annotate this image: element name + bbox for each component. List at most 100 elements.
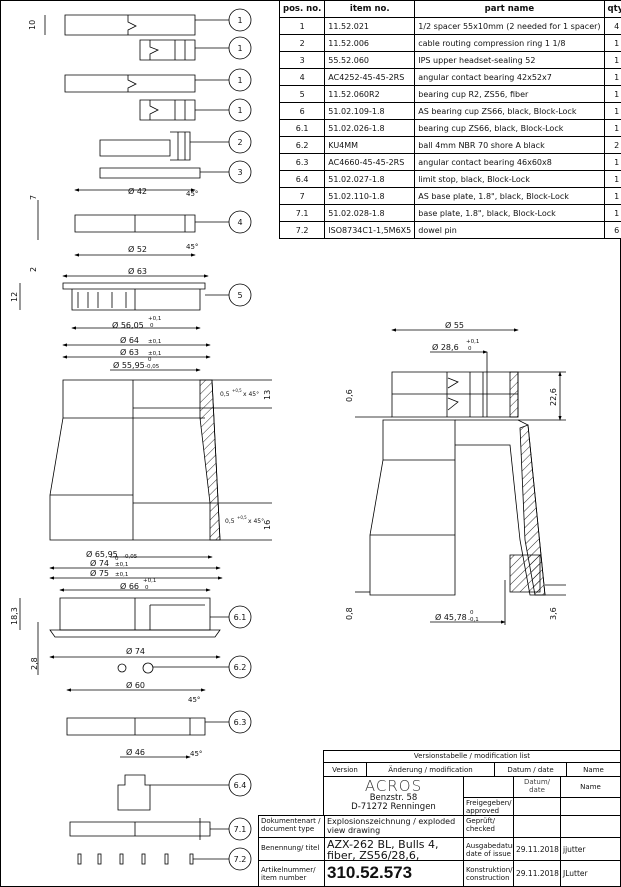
balloon-7.2: 7.2 bbox=[228, 847, 252, 871]
balloon-6.1: 6.1 bbox=[228, 605, 252, 629]
chamfer-note-top: 0,5 +0,5 x 45° bbox=[220, 388, 259, 398]
balloon-6.4: 6.4 bbox=[228, 773, 252, 797]
dim-2-8: 2,8 bbox=[30, 657, 39, 670]
balloon-circle bbox=[228, 160, 252, 184]
balloon-1: 1 bbox=[228, 8, 252, 32]
cell-name: AS base plate, 1.8", black, Block-Lock bbox=[414, 187, 605, 205]
balloon-3: 3 bbox=[228, 160, 252, 184]
cell-qty: 1 bbox=[603, 153, 621, 171]
cell-pos: 4 bbox=[278, 68, 326, 86]
construction-label: Konstruktion/ construction bbox=[463, 860, 514, 887]
tol: ±0,1 bbox=[148, 351, 161, 357]
part-2-compression-ring bbox=[99, 131, 191, 161]
dim-7: 7 bbox=[29, 195, 38, 200]
cell-pos: 6.2 bbox=[278, 136, 326, 154]
cell-name: bearing cup R2, ZS56, fiber bbox=[414, 85, 605, 103]
dim-0-8: 0,8 bbox=[345, 607, 354, 620]
cell-qty: 1 bbox=[603, 68, 621, 86]
item-number-value: 310.52.573 bbox=[324, 860, 464, 887]
dim-18-3: 18,3 bbox=[10, 607, 19, 625]
name-header: Name bbox=[566, 762, 621, 777]
cell-item: 11.52.060R2 bbox=[324, 85, 416, 103]
tol-lower: -0,05 bbox=[123, 554, 138, 560]
balloon-1: 1 bbox=[228, 36, 252, 60]
cell-qty: 1 bbox=[603, 102, 621, 120]
modification-header: Änderung / modification bbox=[366, 762, 495, 777]
cell-item: AC4252-45-45-2RS bbox=[324, 68, 416, 86]
balloon-label: 1 bbox=[237, 76, 242, 85]
balloon-circle bbox=[228, 605, 252, 629]
company-block: ACROS Benzstr. 58 D-71272 Renningen bbox=[323, 776, 464, 816]
cell-name: bearing cup ZS66, black, Block-Lock bbox=[414, 119, 605, 137]
dim-angle-45: 45° bbox=[186, 243, 198, 251]
balloon-7.1: 7.1 bbox=[228, 817, 252, 841]
balloon-2: 2 bbox=[228, 130, 252, 154]
balloon-label: 6.4 bbox=[234, 781, 247, 790]
acros-logo: ACROS bbox=[364, 777, 423, 795]
dim-d63: Ø 63 bbox=[120, 347, 139, 357]
cell-item: 51.02.109-1.8 bbox=[324, 102, 416, 120]
blank-cell bbox=[463, 776, 514, 798]
part-6-2-balls bbox=[117, 662, 154, 674]
cell-item: 51.02.027-1.8 bbox=[324, 170, 416, 188]
part-6-3-bearing bbox=[66, 688, 206, 759]
cell-item: ISO8734C1-1,5M6X5 bbox=[324, 221, 416, 239]
tol-lower: 0 bbox=[145, 585, 149, 591]
dim-angle-45: 45° bbox=[188, 696, 200, 704]
balloon-label: 1 bbox=[237, 106, 242, 115]
checked-label: Geprüft/ checked bbox=[463, 815, 514, 838]
chamfer-value: 0,5 bbox=[220, 391, 230, 398]
balloon-circle bbox=[228, 8, 252, 32]
dim-d60: Ø 60 bbox=[126, 680, 145, 690]
header-name: part name bbox=[414, 0, 605, 18]
balloon-1: 1 bbox=[228, 68, 252, 92]
balloon-circle bbox=[228, 847, 252, 871]
version-header: Version bbox=[323, 762, 367, 777]
tol-upper: +0,1 bbox=[148, 316, 161, 322]
chamfer-value: 0,5 bbox=[225, 518, 235, 525]
cell-pos: 7.1 bbox=[278, 204, 326, 222]
dim-d55: Ø 55 bbox=[445, 320, 464, 330]
cell-name: cable routing compression ring 1 1/8 bbox=[414, 34, 605, 52]
tol-lower: 0 bbox=[468, 346, 472, 352]
dim-d65-95: Ø 65,95 bbox=[86, 549, 118, 559]
approved-name bbox=[560, 797, 621, 816]
balloon-5: 5 bbox=[228, 283, 252, 307]
cell-pos: 5 bbox=[278, 85, 326, 103]
dim-d55-95: Ø 55,95 bbox=[113, 360, 145, 370]
tol-upper: 0 bbox=[148, 357, 152, 363]
balloon-circle bbox=[228, 130, 252, 154]
dim-d74: Ø 74 bbox=[90, 558, 109, 568]
title-label: Benennung/ titel bbox=[258, 837, 325, 861]
issue-name: jjutter bbox=[560, 837, 621, 861]
doctype-label: Dokumentenart / document type bbox=[258, 815, 325, 838]
cell-name: IPS upper headset-sealing 52 bbox=[414, 51, 605, 69]
cell-qty: 6 bbox=[603, 221, 621, 239]
cell-qty: 1 bbox=[603, 170, 621, 188]
balloon-label: 7.1 bbox=[234, 825, 247, 834]
balloon-label: 4 bbox=[237, 218, 242, 227]
balloon-circle bbox=[228, 817, 252, 841]
approved-date bbox=[513, 797, 561, 816]
balloon-circle bbox=[228, 283, 252, 307]
balloon-label: 3 bbox=[237, 168, 242, 177]
doctype-value: Explosionszeichnung / exploded view draw… bbox=[324, 815, 464, 838]
cell-item: 51.02.028-1.8 bbox=[324, 204, 416, 222]
chamfer-angle: x 45° bbox=[243, 391, 259, 398]
dim-13: 13 bbox=[263, 390, 272, 400]
dim-d42: Ø 42 bbox=[128, 186, 147, 196]
balloon-6.2: 6.2 bbox=[228, 655, 252, 679]
dim-12: 12 bbox=[10, 292, 19, 302]
dim-d56-05: Ø 56,05 bbox=[112, 320, 144, 330]
table-header-row: pos. no. item no. part name qty. bbox=[278, 0, 621, 18]
cell-qty: 1 bbox=[603, 85, 621, 103]
balloon-label: 2 bbox=[237, 138, 242, 147]
dim-3-6: 3,6 bbox=[549, 607, 558, 620]
assembly-section-view bbox=[355, 328, 566, 625]
tol-upper: 0 bbox=[470, 610, 474, 616]
cell-qty: 1 bbox=[603, 119, 621, 137]
